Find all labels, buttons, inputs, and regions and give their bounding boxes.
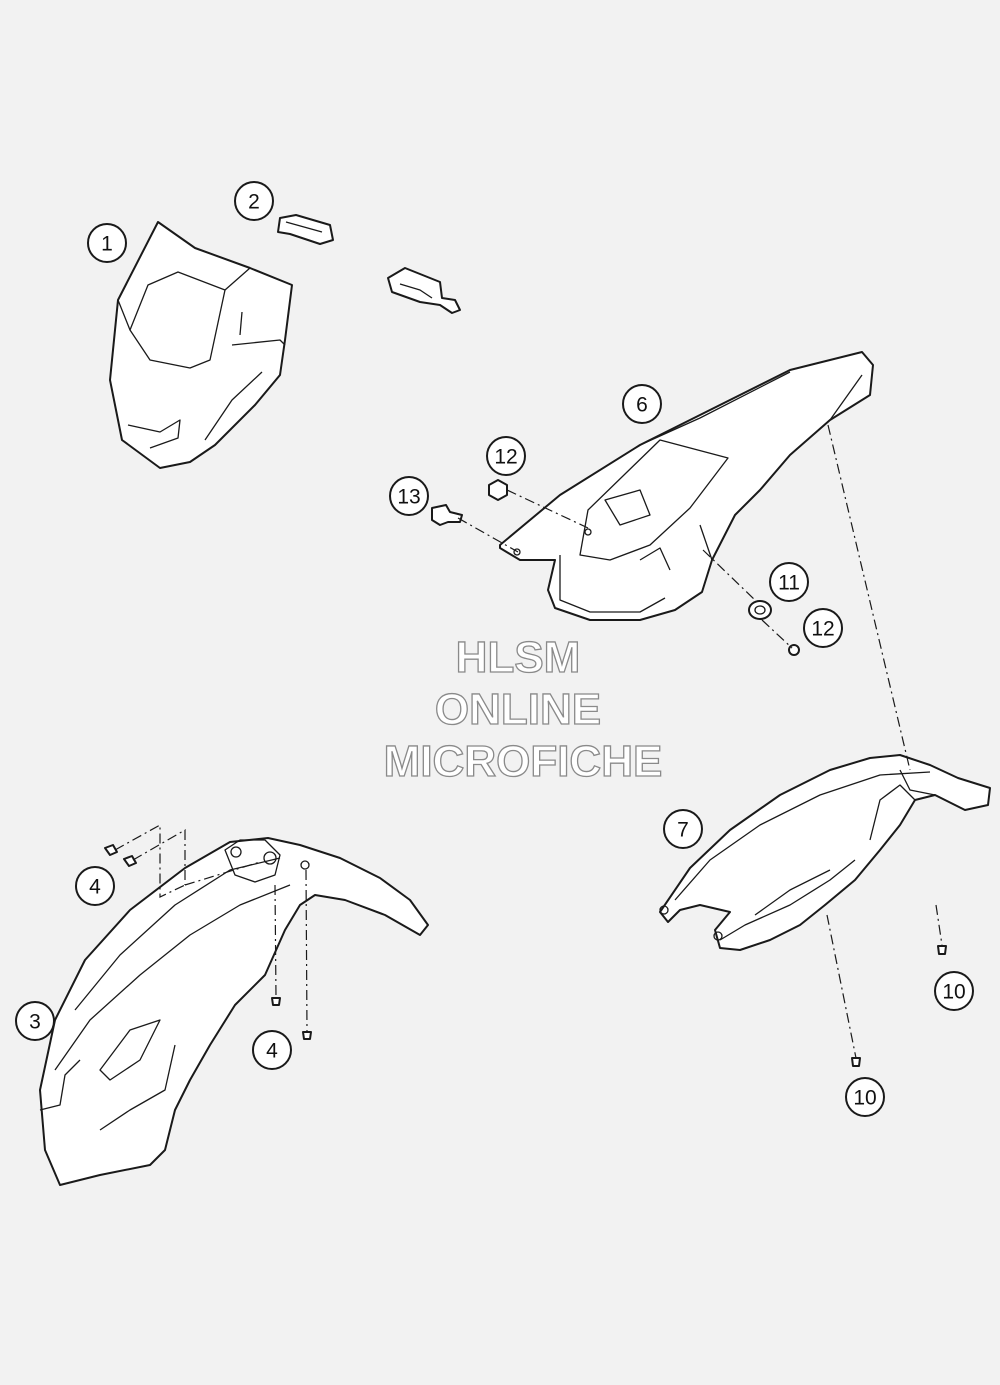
watermark-line1: HLSM	[456, 633, 581, 682]
screw-13[interactable]	[431, 504, 463, 526]
front-fender-part[interactable]	[39, 837, 429, 1186]
nut-12-upper[interactable]	[488, 479, 508, 501]
callout-label: 10	[853, 1087, 876, 1110]
callout-10-bottom[interactable]: 10	[845, 1077, 885, 1117]
callout-label: 1	[101, 233, 113, 256]
screw-10-set[interactable]	[851, 945, 947, 1067]
screw-4-set[interactable]	[104, 844, 312, 1040]
rear-fender-part[interactable]	[499, 351, 874, 621]
nut-12-lower[interactable]	[788, 644, 800, 656]
callout-label: 10	[942, 981, 965, 1004]
callout-label: 12	[494, 446, 517, 469]
watermark: HLSM ONLINE MICROFICHE	[383, 632, 663, 786]
callout-label: 7	[677, 819, 689, 842]
headlight-mask-part[interactable]	[109, 221, 293, 469]
callout-label: 4	[89, 876, 101, 899]
side-panel-part[interactable]	[659, 754, 991, 951]
callout-label: 12	[811, 618, 834, 641]
assembly-lines	[114, 424, 943, 1059]
callout-label: 11	[778, 572, 800, 595]
callout-12-upper[interactable]: 12	[486, 436, 526, 476]
callout-label: 6	[636, 394, 648, 417]
callout-label: 4	[266, 1040, 278, 1063]
callout-2[interactable]: 2	[234, 181, 274, 221]
clamp-part[interactable]	[277, 214, 461, 314]
callout-1[interactable]: 1	[87, 223, 127, 263]
callout-label: 2	[248, 191, 260, 214]
callout-label: 3	[29, 1011, 41, 1034]
callout-11[interactable]: 11	[769, 562, 809, 602]
callout-4-upper[interactable]: 4	[75, 866, 115, 906]
watermark-line3: MICROFICHE	[384, 737, 663, 786]
callout-3[interactable]: 3	[15, 1001, 55, 1041]
callout-13[interactable]: 13	[389, 476, 429, 516]
callout-label: 13	[397, 486, 420, 509]
watermark-line2: ONLINE	[435, 685, 601, 734]
grommet-11[interactable]	[748, 600, 772, 620]
callout-7[interactable]: 7	[663, 809, 703, 849]
callout-12-lower[interactable]: 12	[803, 608, 843, 648]
callout-6[interactable]: 6	[622, 384, 662, 424]
callout-4-lower[interactable]: 4	[252, 1030, 292, 1070]
callout-10-right[interactable]: 10	[934, 971, 974, 1011]
